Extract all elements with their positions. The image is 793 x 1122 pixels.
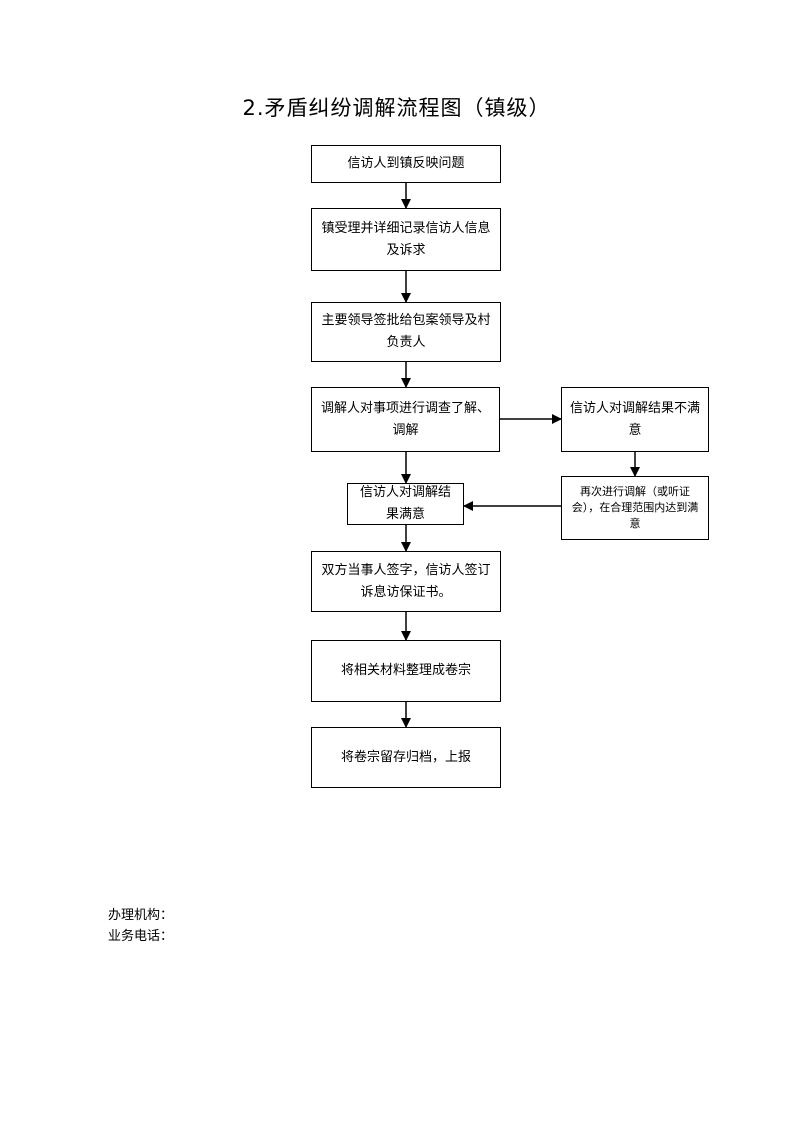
step-not-satisfied: 信访人对调解结果不满意 xyxy=(561,387,709,452)
step-sign-guarantee: 双方当事人签字，信访人签订诉息访保证书。 xyxy=(311,551,501,612)
step-investigate-mediate: 调解人对事项进行调查了解、调解 xyxy=(311,387,500,452)
step-organize-files: 将相关材料整理成卷宗 xyxy=(311,640,501,702)
phone-label: 业务电话： xyxy=(108,929,174,944)
step-report-issue: 信访人到镇反映问题 xyxy=(311,145,501,183)
step-remediate: 再次进行调解（或听证会），在合理范围内达到满意 xyxy=(561,476,709,540)
step-leader-assign: 主要领导签批给包案领导及村负责人 xyxy=(311,302,501,362)
step-archive-report: 将卷宗留存归档，上报 xyxy=(311,727,501,788)
page-title: 2.矛盾纠纷调解流程图（镇级） xyxy=(242,96,551,120)
step-satisfied: 信访人对调解结果满意 xyxy=(347,483,464,525)
org-label: 办理机构： xyxy=(108,908,174,923)
step-accept-record: 镇受理并详细记录信访人信息及诉求 xyxy=(311,208,501,271)
